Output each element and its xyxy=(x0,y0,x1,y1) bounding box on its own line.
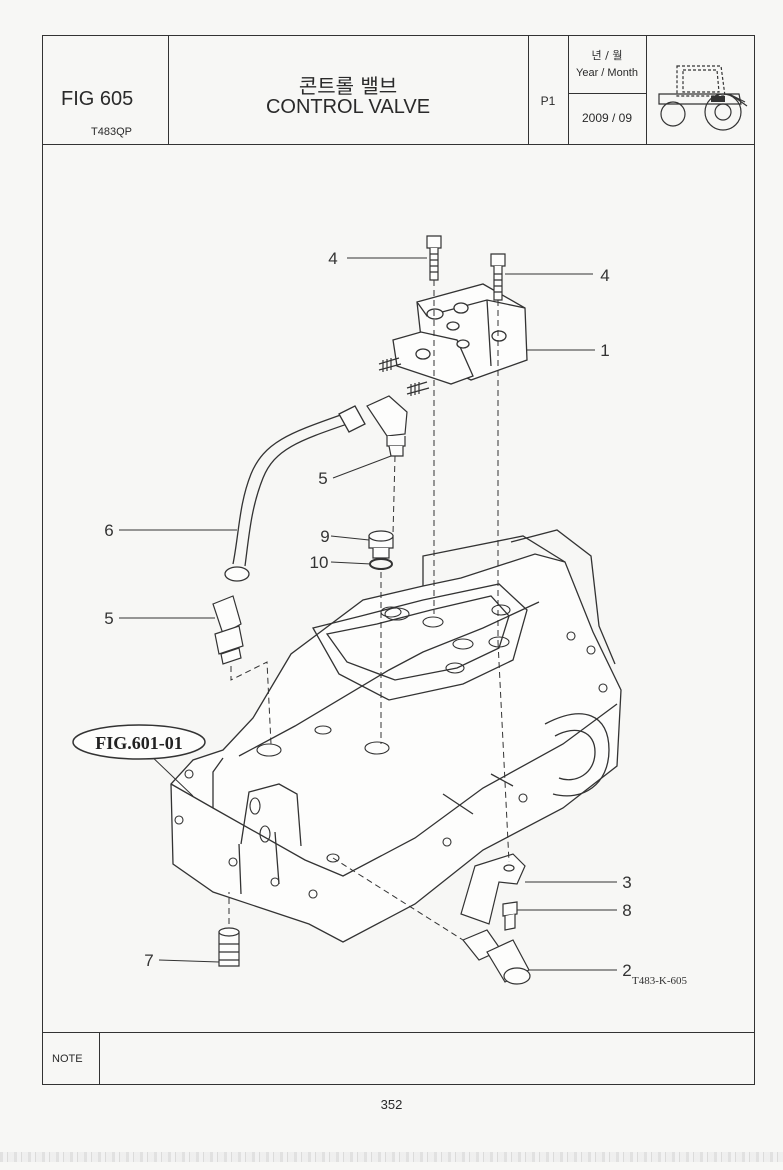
bolt xyxy=(502,901,518,931)
valve-studs xyxy=(378,357,430,396)
page-frame: FIG 605 T483QP 콘트롤 밸브 CONTROL VALVE P1 년… xyxy=(42,35,755,1085)
control-valve-body xyxy=(392,283,528,385)
exploded-parts-diagram: 4 4 1 5 6 9 10 5 7 3 8 2 FIG.601-01 T483… xyxy=(72,235,687,987)
callout-8: 8 xyxy=(622,901,631,920)
model-code: T483QP xyxy=(91,126,132,138)
tractor-icon xyxy=(658,65,748,131)
leader-lines xyxy=(119,257,617,971)
callout-4: 4 xyxy=(328,249,337,268)
divider xyxy=(568,36,569,144)
divider xyxy=(528,36,529,144)
o-ring xyxy=(369,558,393,570)
issue-date: 2009 / 09 xyxy=(581,111,633,125)
pressure-switch xyxy=(462,929,531,985)
housing-holes xyxy=(174,604,608,899)
callout-9: 9 xyxy=(320,527,329,546)
figure-number: FIG 605 xyxy=(61,88,134,110)
callout-1: 1 xyxy=(600,341,609,360)
transmission-housing xyxy=(170,529,622,943)
callout-7: 7 xyxy=(144,951,153,970)
plug xyxy=(368,530,394,559)
title-korean: 콘트롤 밸브 xyxy=(298,74,398,98)
title-block: FIG 605 T483QP 콘트롤 밸브 CONTROL VALVE P1 년… xyxy=(43,36,754,145)
page-code: P1 xyxy=(540,94,556,108)
divider xyxy=(168,36,169,144)
drawing-code: T483-K-605 xyxy=(632,975,687,987)
title-english: CONTROL VALVE xyxy=(265,96,431,118)
callout-2: 2 xyxy=(622,961,631,980)
bracket xyxy=(460,853,526,925)
divider xyxy=(99,1033,100,1085)
note-row: NOTE xyxy=(43,1032,754,1085)
callout-5: 5 xyxy=(104,609,113,628)
note-label: NOTE xyxy=(52,1053,83,1065)
elbow-fitting xyxy=(366,395,408,457)
year-month-english: Year / Month xyxy=(576,67,638,79)
reference-oval xyxy=(72,724,206,760)
scan-artifact xyxy=(0,1152,783,1162)
hydraulic-pipe xyxy=(224,405,366,582)
page-number: 352 xyxy=(380,1097,403,1112)
callout-6: 6 xyxy=(104,521,113,540)
callout-5: 5 xyxy=(318,469,327,488)
callout-3: 3 xyxy=(622,873,631,892)
drain-plug xyxy=(218,927,240,967)
elbow-fitting xyxy=(212,595,244,665)
divider xyxy=(646,36,647,144)
figure-reference-label: FIG.601-01 xyxy=(95,733,183,753)
bolt xyxy=(426,235,442,281)
divider xyxy=(568,93,646,94)
callout-4: 4 xyxy=(600,266,609,285)
year-month-korean: 년 / 월 xyxy=(591,49,623,62)
assembly-lines xyxy=(228,280,510,941)
callout-10: 10 xyxy=(310,553,329,572)
